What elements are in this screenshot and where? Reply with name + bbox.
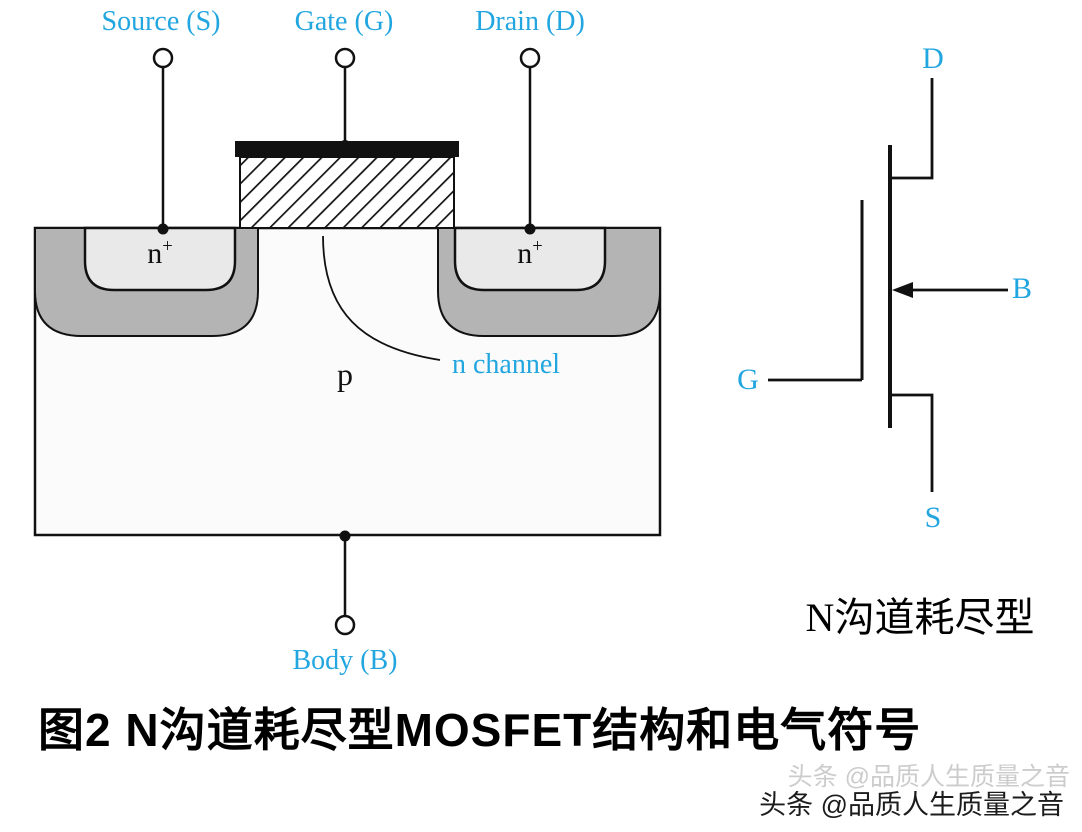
n-plus-left-base: n [147, 237, 163, 270]
body-terminal-label: Body (B) [292, 645, 398, 676]
n-plus-right-sup: + [532, 236, 543, 257]
drain-contact-dot [524, 223, 536, 235]
n-plus-well-right [453, 226, 607, 292]
symbol-drain-label: D [922, 42, 944, 75]
symbol-drain-lead [890, 78, 934, 180]
p-substrate-label: p [337, 356, 353, 392]
n-plus-well-left [83, 226, 237, 292]
source-contact-dot [157, 223, 169, 235]
channel-pointer-line [322, 235, 441, 361]
symbol-body-arrowhead [892, 282, 913, 298]
figure-caption: 图2 N沟道耗尽型MOSFET结构和电气符号 [38, 704, 922, 756]
n-plus-label-left: n+ [147, 237, 173, 270]
source-terminal-circle [152, 47, 174, 69]
gate-terminal-label: Gate (G) [294, 6, 394, 37]
n-plus-left-sup: + [162, 236, 173, 257]
symbol-gate-label: G [737, 363, 759, 396]
watermark: 头条 @品质人生质量之音 [759, 790, 1064, 820]
source-terminal-label: Source (S) [101, 6, 221, 37]
symbol-caption: N沟道耗尽型 [805, 595, 1035, 640]
drain-terminal-label: Drain (D) [475, 6, 585, 37]
symbol-source-lead [890, 393, 934, 492]
watermark-ghost: 头条 @品质人生质量之音 [787, 763, 1070, 791]
body-contact-dot [339, 530, 351, 542]
structure-diagram [33, 47, 662, 636]
body-terminal-circle [334, 614, 356, 636]
n-channel-label: n channel [452, 349, 561, 380]
symbol-diagram [768, 78, 1008, 492]
n-plus-label-right: n+ [517, 237, 543, 270]
drain-terminal-circle [519, 47, 541, 69]
n-plus-right-base: n [517, 237, 533, 270]
symbol-source-label: S [924, 501, 942, 534]
gate-oxide-hatch [239, 156, 455, 229]
symbol-body-label: B [1011, 272, 1033, 305]
gate-terminal-circle [334, 47, 356, 69]
gate-contact-dot [339, 140, 351, 152]
